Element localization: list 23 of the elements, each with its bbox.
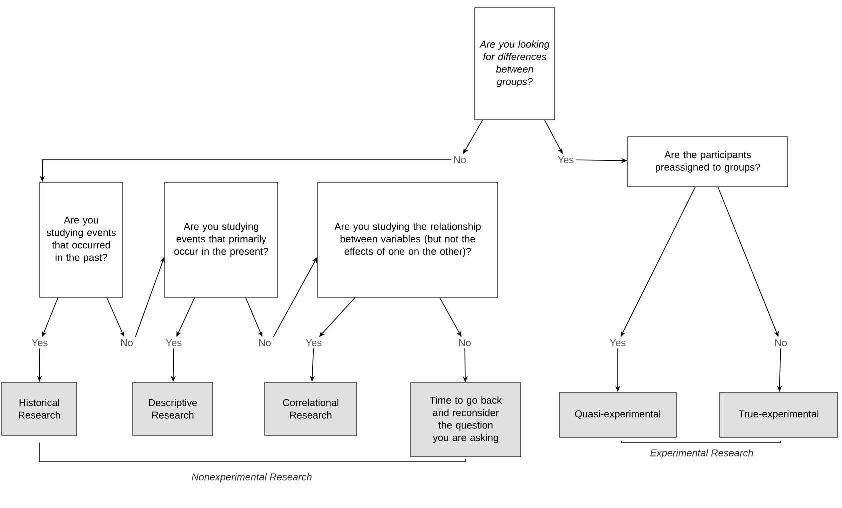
question-box: Are you looking for differences between groups? [474, 8, 556, 120]
result-box: Quasi-experimental [559, 392, 677, 438]
answer-label: No [121, 340, 133, 346]
answer-label: Yes [306, 340, 322, 346]
answer-label: No [454, 156, 466, 164]
question-box: Are you studying events that occurred in the past? [40, 182, 124, 298]
result-box: Descriptive Research [132, 382, 214, 436]
bracket-label: Nonexperimental Research [192, 473, 312, 483]
answer-label: Yes [166, 340, 182, 346]
result-box: Historical Research [2, 382, 78, 436]
answer-label: Yes [558, 156, 574, 164]
answer-label: No [459, 340, 471, 346]
result-box: Time to go back and reconsider the question you are asking [410, 382, 522, 458]
question-box: Are the participants preassigned to groups? [628, 136, 788, 188]
answer-label: Yes [610, 340, 626, 346]
bracket-label: Experimental Research [650, 449, 754, 459]
answer-label: No [259, 340, 271, 346]
answer-label: No [775, 340, 787, 346]
result-box: True-experimental [720, 392, 838, 438]
question-box: Are you studying events that primarily occur in the present? [164, 182, 278, 298]
question-box: Are you studying the relationship between variables (but not the effects of one on the other)? [318, 182, 498, 298]
result-box: Correlational Research [264, 382, 358, 436]
answer-label: Yes [32, 340, 48, 346]
